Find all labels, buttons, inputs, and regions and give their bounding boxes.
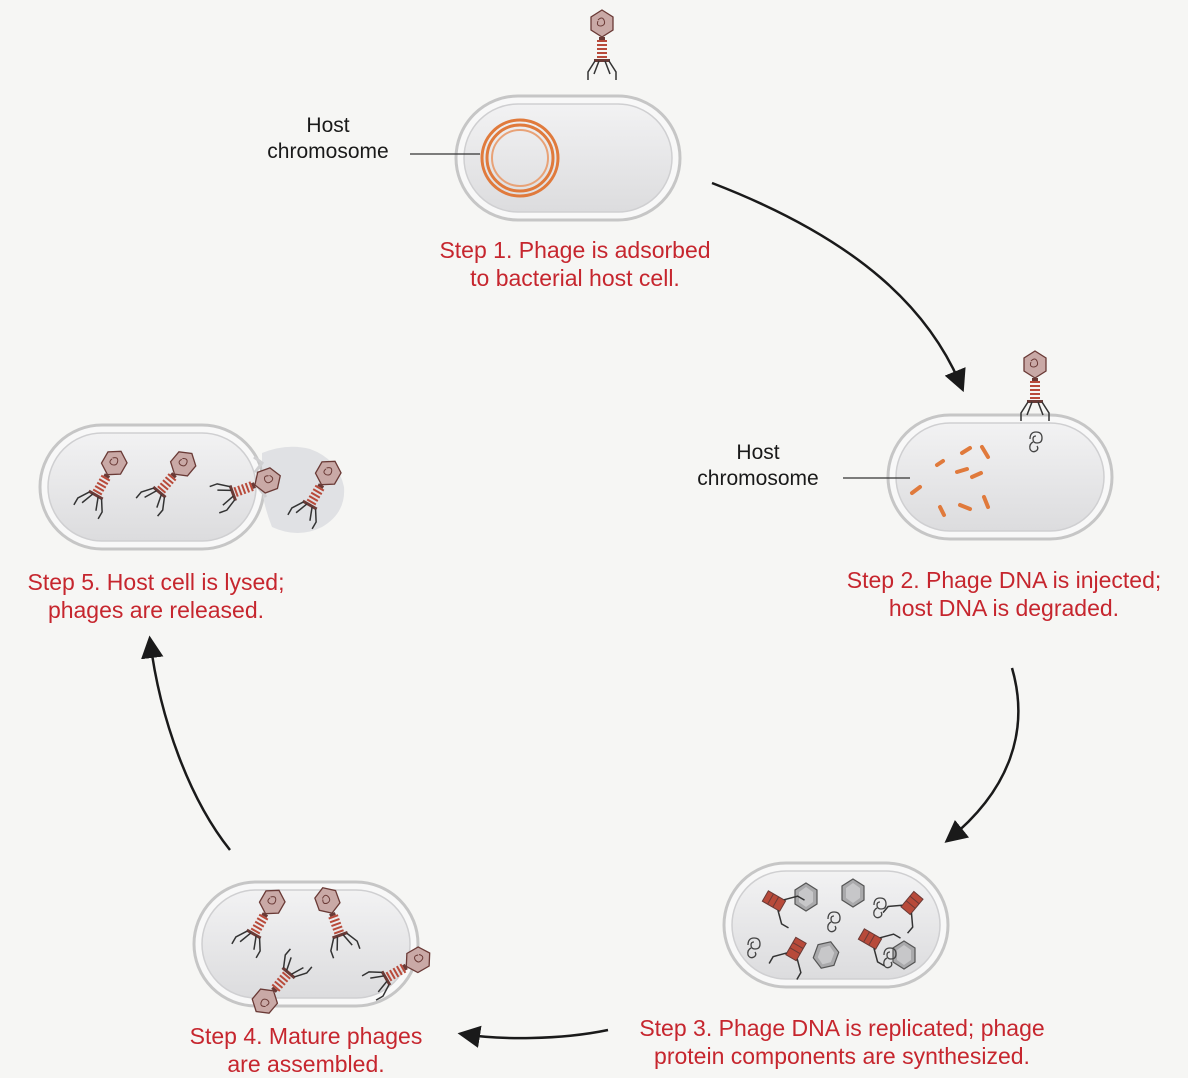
caption-line: Step 2. Phage DNA is injected; (826, 566, 1182, 594)
cell-step-4 (194, 882, 437, 1020)
phage-head-icon (842, 879, 864, 907)
caption-line: Step 4. Mature phages (156, 1022, 456, 1050)
step-1-caption: Step 1. Phage is adsorbed to bacterial h… (410, 236, 740, 292)
caption-line: protein components are synthesized. (612, 1042, 1072, 1070)
bacteriophage-icon (1021, 351, 1049, 421)
caption-line: are assembled. (156, 1050, 456, 1078)
caption-line: Step 1. Phage is adsorbed (410, 236, 740, 264)
caption-line: Step 5. Host cell is lysed; (6, 568, 306, 596)
cell-step-1 (456, 96, 680, 220)
arrow-step2-to-step3 (948, 668, 1018, 840)
caption-line: host DNA is degraded. (826, 594, 1182, 622)
bacteriophage-icon (588, 10, 616, 80)
cell-step-5 (40, 425, 347, 549)
cell-step-2 (888, 415, 1112, 539)
host-label-line-2: chromosome (680, 466, 836, 492)
host-label-line-2: chromosome (250, 139, 406, 165)
step-3-caption: Step 3. Phage DNA is replicated; phage p… (612, 1014, 1072, 1070)
step-4-caption: Step 4. Mature phages are assembled. (156, 1022, 456, 1078)
arrow-step1-to-step2 (712, 183, 962, 388)
host-label-line-1: Host (250, 113, 406, 139)
arrow-step3-to-step4 (462, 1030, 608, 1038)
caption-line: Step 3. Phage DNA is replicated; phage (612, 1014, 1072, 1042)
cell-step-3 (724, 863, 948, 987)
caption-line: to bacterial host cell. (410, 264, 740, 292)
host-chromosome-label-2: Host chromosome (680, 440, 836, 492)
step-5-caption: Step 5. Host cell is lysed; phages are r… (6, 568, 306, 624)
caption-line: phages are released. (6, 596, 306, 624)
step-2-caption: Step 2. Phage DNA is injected; host DNA … (826, 566, 1182, 622)
host-label-line-1: Host (680, 440, 836, 466)
arrow-step4-to-step5 (150, 640, 230, 850)
host-chromosome-label-1: Host chromosome (250, 113, 406, 165)
